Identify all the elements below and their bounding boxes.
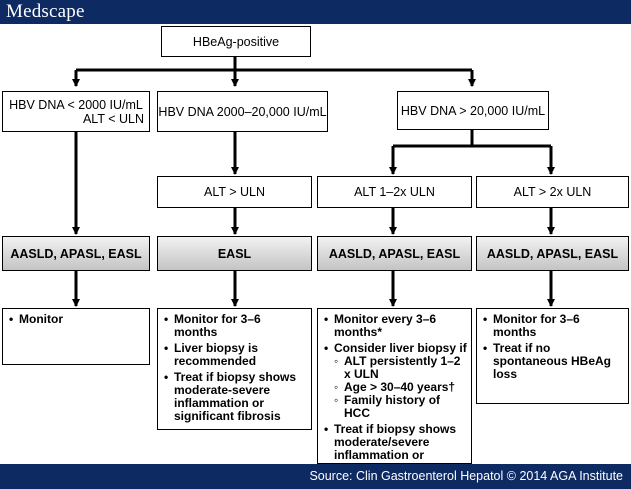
header-bar: Medscape (0, 0, 631, 24)
rec-col4-item: Monitor for 3–6 months (483, 313, 624, 339)
rec-col4-item: Treat if no spontaneous HBeAg loss (483, 342, 624, 381)
medscape-logo: Medscape (6, 1, 85, 22)
rec-col1-item: Monitor (9, 313, 145, 327)
alt-high-a-label: ALT 1–2x ULN (354, 185, 435, 199)
rec-col3-sublist: ALT persistently 1–2 x ULN Age > 30–40 y… (334, 355, 467, 420)
source-credit: Source: Clin Gastroenterol Hepatol © 201… (309, 469, 623, 483)
recommendation-col1: Monitor (2, 308, 150, 365)
alt-high-b-node: ALT > 2x ULN (476, 176, 629, 208)
alt-mid-label: ALT > ULN (203, 185, 266, 199)
guideline-col2: EASL (157, 236, 312, 271)
rec-col2-item: Treat if biopsy shows moderate-severe in… (164, 371, 307, 423)
connector-lines (72, 55, 555, 307)
rec-col3-subitem: Family history of HCC (334, 394, 467, 420)
rec-col3-subitem: Age > 30–40 years† (334, 381, 467, 395)
branch-high-label: HBV DNA > 20,000 IU/mL (400, 103, 546, 118)
recommendation-col2: Monitor for 3–6 months Liver biopsy is r… (157, 308, 312, 430)
recommendation-col4: Monitor for 3–6 months Treat if no spont… (476, 308, 629, 404)
rec-col3-item-group: Consider liver biopsy if ALT persistentl… (324, 342, 467, 420)
alt-high-a-node: ALT 1–2x ULN (317, 176, 472, 208)
rec-col2-item: Liver biopsy is recommended (164, 342, 307, 368)
rec-col3-item: Consider liver biopsy if (334, 341, 467, 355)
root-node: HBeAg-positive (161, 26, 311, 57)
branch-mid-node: HBV DNA 2000–20,000 IU/mL (157, 91, 328, 132)
rec-col3-item: Monitor every 3–6 months* (324, 313, 467, 339)
guideline-col3-label: AASLD, APASL, EASL (328, 246, 461, 261)
branch-high-node: HBV DNA > 20,000 IU/mL (397, 91, 549, 130)
guideline-col4-label: AASLD, APASL, EASL (486, 246, 619, 261)
rec-col2-item: Monitor for 3–6 months (164, 313, 307, 339)
rec-col3-subitem: ALT persistently 1–2 x ULN (334, 355, 467, 381)
branch-low-node: HBV DNA < 2000 IU/mL ALT < ULN (2, 91, 150, 132)
recommendation-col3: Monitor every 3–6 months* Consider liver… (317, 308, 472, 475)
hbv-flowchart: HBeAg-positive HBV DNA < 2000 IU/mL ALT … (0, 24, 631, 475)
branch-low-line2: ALT < ULN (82, 111, 144, 126)
alt-high-b-label: ALT > 2x ULN (513, 185, 592, 199)
branch-low-line1: HBV DNA < 2000 IU/mL (9, 97, 143, 112)
footer-bar: Source: Clin Gastroenterol Hepatol © 201… (0, 464, 631, 489)
alt-mid-node: ALT > ULN (157, 176, 312, 208)
guideline-col4: AASLD, APASL, EASL (476, 236, 629, 271)
guideline-col1: AASLD, APASL, EASL (2, 236, 150, 271)
guideline-col2-label: EASL (217, 246, 252, 261)
branch-mid-label: HBV DNA 2000–20,000 IU/mL (158, 104, 327, 119)
guideline-col1-label: AASLD, APASL, EASL (10, 246, 142, 261)
root-label: HBeAg-positive (192, 34, 280, 49)
guideline-col3: AASLD, APASL, EASL (317, 236, 472, 271)
